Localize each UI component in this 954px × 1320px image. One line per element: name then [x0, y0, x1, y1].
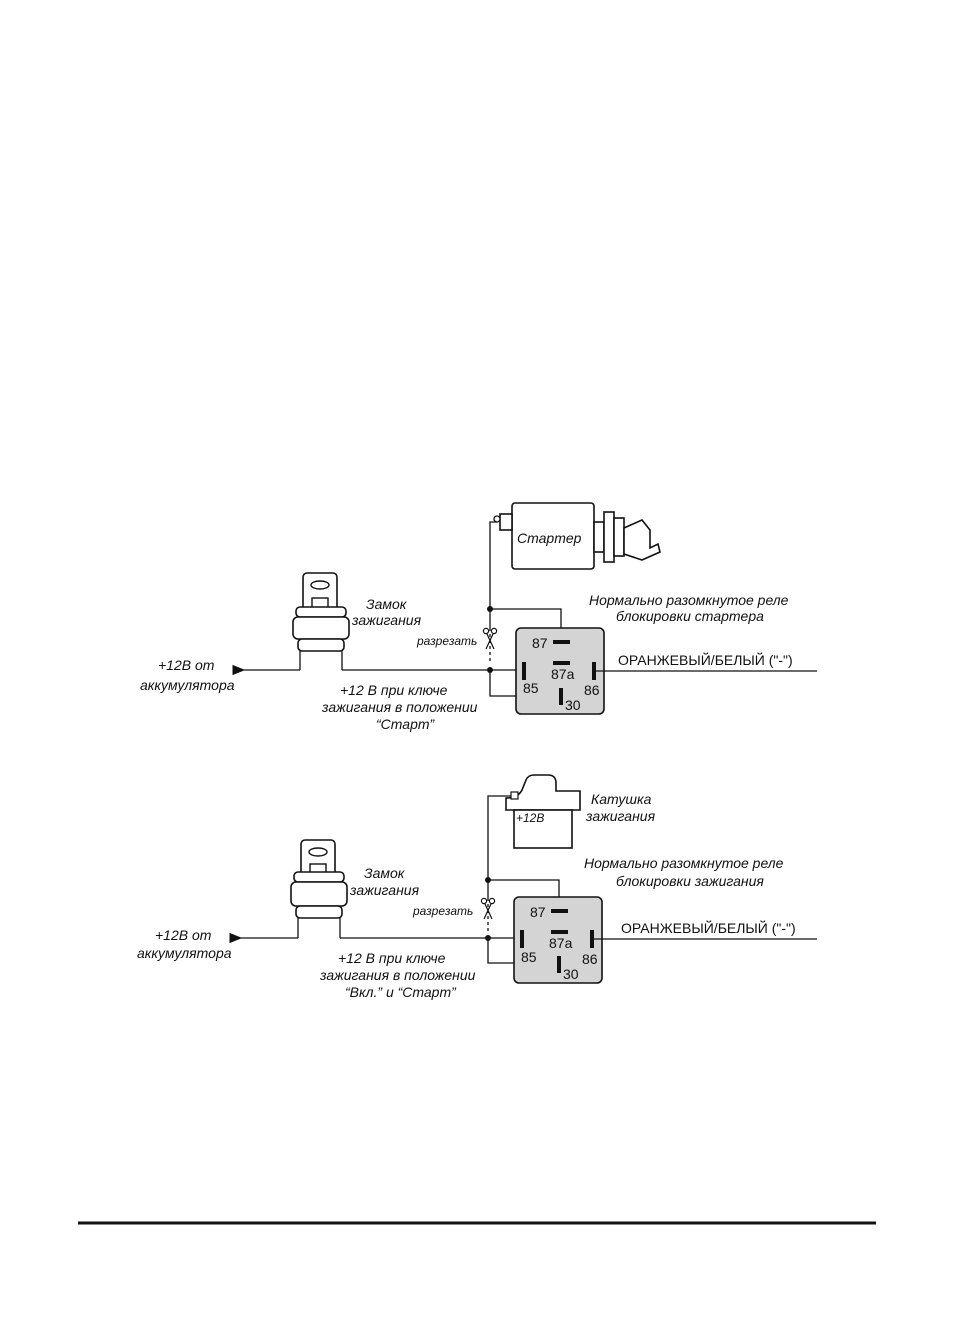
starter-wire [489, 521, 497, 609]
pin-30-label: 30 [565, 697, 581, 713]
coil-label-line2: зажигания [585, 808, 656, 824]
key-label-line2: зажигания в положении [319, 967, 476, 983]
ignition-coil-icon [505, 774, 581, 849]
relay-title-line1: Нормально разомкнутое реле [584, 855, 784, 871]
lock-label-line2: зажигания [351, 612, 422, 628]
relay-title-line2: блокировки стартера [616, 608, 764, 624]
pin-30-label: 30 [563, 966, 579, 982]
lock-label-line2: зажигания [349, 882, 420, 898]
ignition-lock-icon [292, 572, 350, 652]
diagram-starter-block: Стартер Замок зажигания +12В от аккумуля… [140, 502, 817, 732]
cut-label: разрезать [416, 634, 477, 648]
relay-title-line1: Нормально разомкнутое реле [589, 592, 789, 608]
lock-label-line1: Замок [366, 596, 408, 612]
key-label-line1: +12 В при ключе [340, 682, 448, 698]
lock-label-line1: Замок [364, 865, 406, 881]
coil-wire [487, 795, 511, 880]
cut-label: разрезать [412, 904, 473, 918]
pin-86-label: 86 [584, 682, 600, 698]
scissors-icon [482, 627, 498, 650]
key-label-line2: зажигания в положении [321, 699, 478, 715]
pin-87-label: 87 [532, 635, 548, 651]
battery-label-line2: аккумулятора [137, 945, 232, 961]
battery-label-line1: +12В от [158, 657, 215, 673]
relay-title-line2: блокировки зажигания [616, 873, 764, 889]
starter-label: Стартер [517, 530, 582, 546]
battery-label-line1: +12В от [155, 927, 212, 943]
scissors-icon [480, 897, 496, 920]
pin-85-label: 85 [523, 680, 539, 696]
pin-86-label: 86 [582, 951, 598, 967]
pin-87a-label: 87a [551, 666, 575, 682]
output-wire-label: ОРАНЖЕВЫЙ/БЕЛЫЙ ("-") [618, 651, 793, 668]
relay-box [513, 896, 603, 984]
coil-label-line1: Катушка [591, 791, 652, 807]
diagram-ignition-block: +12В Катушка зажигания Замок зажигания +… [137, 774, 817, 1000]
key-label-line1: +12 В при ключе [338, 950, 446, 966]
pin-87-label: 87 [530, 904, 546, 920]
output-wire-label: ОРАНЖЕВЫЙ/БЕЛЫЙ ("-") [621, 919, 796, 936]
battery-label-line2: аккумулятора [140, 677, 235, 693]
starter-motor-icon [493, 502, 661, 570]
coil-terminal-label: +12В [516, 811, 544, 825]
key-label-line3: “Вкл.” и “Старт” [345, 984, 457, 1000]
ignition-lock-icon [290, 839, 348, 919]
key-label-line3: “Старт” [376, 716, 436, 732]
pin-87a-label: 87a [549, 935, 573, 951]
pin-85-label: 85 [521, 949, 537, 965]
